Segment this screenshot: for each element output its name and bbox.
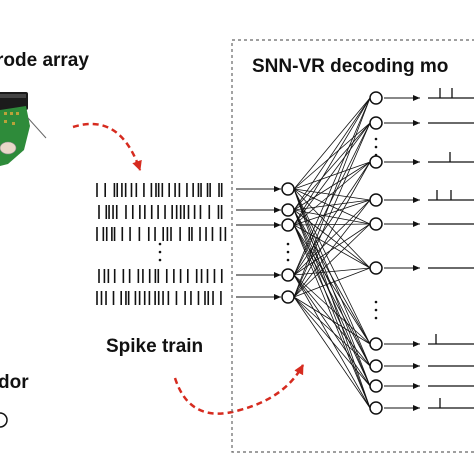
model-box bbox=[231, 39, 474, 453]
hidden-neuron bbox=[369, 261, 383, 275]
network-edge bbox=[293, 161, 371, 298]
hidden-layer bbox=[369, 91, 383, 415]
network-edge bbox=[293, 274, 371, 387]
network-edge bbox=[293, 209, 371, 269]
ellipsis-dot bbox=[374, 137, 378, 141]
input-arrows bbox=[236, 186, 281, 300]
electrode-array-label: rode array bbox=[0, 50, 89, 71]
raster-ellipsis bbox=[158, 242, 162, 262]
network-edge bbox=[293, 161, 371, 190]
network-edge bbox=[293, 122, 371, 276]
network-edge bbox=[293, 199, 371, 211]
network-edge bbox=[293, 267, 371, 298]
arrow-electrode-to-spikes bbox=[72, 122, 142, 171]
spike-train-raster bbox=[96, 183, 227, 305]
network-edge bbox=[293, 199, 371, 276]
hidden-neuron bbox=[369, 155, 383, 169]
ellipsis-dot bbox=[286, 258, 290, 262]
model-title: SNN-VR decoding mo bbox=[252, 56, 448, 77]
network-edge bbox=[293, 161, 371, 226]
electrode-array-device-icon bbox=[0, 92, 47, 166]
arrow-spikes-to-model bbox=[173, 364, 305, 415]
ellipsis-dot bbox=[374, 308, 378, 312]
output-spike-trace bbox=[428, 152, 474, 163]
network-edge bbox=[293, 161, 371, 276]
hidden-neuron bbox=[369, 337, 383, 351]
network-edge bbox=[293, 223, 371, 298]
hidden-neuron bbox=[369, 116, 383, 130]
hidden-neuron bbox=[369, 401, 383, 415]
network-edge bbox=[293, 296, 371, 367]
ellipsis-dot bbox=[374, 300, 378, 304]
network-edge bbox=[293, 188, 371, 225]
network-edge bbox=[293, 97, 371, 190]
output-arrows bbox=[384, 95, 420, 411]
network-edge bbox=[293, 209, 371, 225]
hidden-neuron bbox=[369, 193, 383, 207]
network-edge bbox=[293, 122, 371, 190]
network-edge bbox=[293, 199, 371, 226]
network-ellipses bbox=[286, 137, 378, 320]
input-neuron bbox=[281, 218, 295, 232]
network-edge bbox=[293, 97, 371, 226]
ellipsis-dot bbox=[374, 316, 378, 320]
output-spike-trace bbox=[428, 88, 474, 99]
network-edge bbox=[293, 122, 371, 211]
network-edge bbox=[293, 224, 371, 345]
circle-icon bbox=[0, 412, 8, 428]
input-layer bbox=[281, 182, 295, 304]
input-neuron bbox=[281, 182, 295, 196]
output-spike-trace bbox=[428, 334, 474, 345]
input-neuron bbox=[281, 203, 295, 217]
hidden-neuron bbox=[369, 379, 383, 393]
network-edge bbox=[293, 209, 371, 387]
network-edges bbox=[293, 97, 371, 409]
ellipsis-dot bbox=[286, 250, 290, 254]
network-edge bbox=[293, 97, 371, 276]
input-neuron bbox=[281, 268, 295, 282]
network-edge bbox=[293, 188, 371, 269]
network-edge bbox=[293, 296, 371, 345]
output-spike-traces bbox=[428, 88, 474, 409]
network-edge bbox=[293, 122, 371, 298]
network-edge bbox=[293, 223, 371, 276]
network-edge bbox=[293, 209, 371, 367]
ellipsis-dot bbox=[374, 153, 378, 157]
network-edge bbox=[293, 296, 371, 409]
network-edge bbox=[293, 224, 371, 269]
hidden-neuron bbox=[369, 217, 383, 231]
left-bottom-label: dor bbox=[0, 372, 29, 393]
network-edge bbox=[293, 274, 371, 345]
ellipsis-dot bbox=[374, 145, 378, 149]
network-edge bbox=[293, 97, 371, 211]
network-edge bbox=[293, 199, 371, 298]
network-edge bbox=[293, 224, 371, 387]
hidden-neuron bbox=[369, 91, 383, 105]
ellipsis-dot bbox=[286, 242, 290, 246]
network-edge bbox=[293, 223, 371, 226]
network-edge bbox=[293, 97, 371, 298]
spike-train-label: Spike train bbox=[106, 336, 203, 357]
network-edge bbox=[293, 122, 371, 226]
network-edge bbox=[293, 224, 371, 367]
output-spike-trace bbox=[428, 398, 474, 409]
network-edge bbox=[293, 296, 371, 387]
hidden-neuron bbox=[369, 359, 383, 373]
input-neuron bbox=[281, 290, 295, 304]
output-spike-trace bbox=[428, 190, 474, 201]
